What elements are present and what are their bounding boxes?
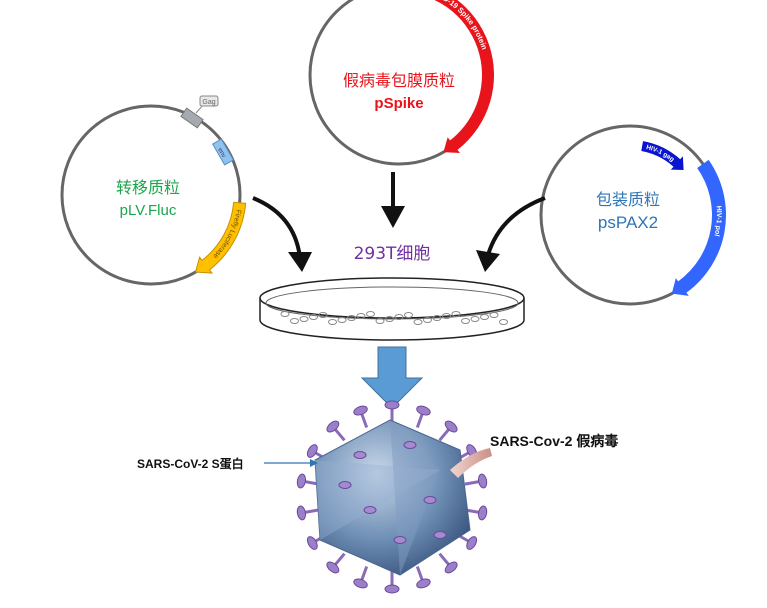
packaging-plasmid-name: psPAX2 xyxy=(598,213,658,232)
cell xyxy=(432,315,442,321)
hiv-pol-label: HIV-1 pol xyxy=(713,205,722,236)
cell xyxy=(394,314,404,320)
spike-protein xyxy=(326,561,340,574)
pseudovirus-label: SARS-Cov-2 假病毒 xyxy=(490,433,618,449)
spike-protein xyxy=(306,444,318,458)
spike-protein xyxy=(477,473,488,489)
spike-protein xyxy=(338,481,352,489)
gag-label: Gag xyxy=(202,99,215,106)
spike-protein xyxy=(444,420,458,433)
spike-protein xyxy=(416,405,431,416)
cell xyxy=(404,312,413,318)
spike-protein xyxy=(384,584,400,594)
spike-protein xyxy=(433,531,447,539)
luciferase-feature xyxy=(194,201,247,274)
spike-protein xyxy=(403,441,417,449)
virus-pointer xyxy=(450,448,492,478)
cell xyxy=(280,311,290,317)
gag-label-box xyxy=(199,95,219,107)
flow-arrows xyxy=(252,172,546,272)
transfer-plasmid: Gag env Firefly Luciferase 转移质粒 pLV.Fluc xyxy=(60,95,247,286)
spike-protein xyxy=(477,505,488,521)
arrowhead-right xyxy=(476,250,500,272)
hiv-pol-feature xyxy=(671,159,726,296)
spike-protein xyxy=(296,505,307,521)
env-label: env xyxy=(216,147,226,158)
packaging-plasmid-title: 包装质粒 xyxy=(596,190,660,209)
cell xyxy=(470,316,480,322)
envelope-plasmid: COVID-19 Spike protein 假病毒包膜质粒 pSpike xyxy=(308,0,494,166)
arrowhead-left xyxy=(288,252,312,272)
cell xyxy=(480,314,489,320)
hiv-gag-feature xyxy=(641,141,684,171)
spike-protein xyxy=(363,506,377,514)
cell-label: 293T细胞 xyxy=(354,244,431,264)
spike-protein xyxy=(444,561,458,574)
big-down-arrow xyxy=(360,346,424,409)
arrowhead-top xyxy=(381,206,405,228)
spike-protein xyxy=(306,536,318,550)
spike-protein xyxy=(384,400,400,410)
cell xyxy=(337,317,347,323)
cell xyxy=(328,319,337,325)
spike-protein xyxy=(296,473,307,489)
envelope-plasmid-title: 假病毒包膜质粒 xyxy=(343,71,455,90)
spike-protein-label: SARS-CoV-2 S蛋白 xyxy=(137,456,244,471)
transfer-plasmid-name: pLV.Fluc xyxy=(120,202,177,219)
cell xyxy=(366,311,375,317)
cell xyxy=(356,313,366,319)
cell xyxy=(442,313,451,319)
curved-arrow-left xyxy=(252,196,302,259)
spike-feature xyxy=(434,0,494,154)
curved-arrow-right xyxy=(486,196,546,256)
spike-protein xyxy=(353,405,368,416)
packaging-plasmid: HIV-1 gag HIV-1 pol 包装质粒 psPAX2 xyxy=(539,124,726,306)
svg-text:HIV-1 pol: HIV-1 pol xyxy=(713,205,722,236)
transfer-plasmid-title: 转移质粒 xyxy=(116,178,180,197)
cell xyxy=(385,316,394,322)
spike-protein xyxy=(423,496,437,504)
cell xyxy=(318,312,328,318)
cell xyxy=(309,314,318,320)
cell xyxy=(499,319,508,325)
cell xyxy=(290,318,299,324)
cell xyxy=(489,312,499,318)
spike-protein xyxy=(393,536,407,544)
spike-protein xyxy=(353,451,367,459)
culture-dish xyxy=(259,277,525,341)
spike-protein xyxy=(416,578,431,589)
envelope-plasmid-name: pSpike xyxy=(374,95,423,112)
env-feature xyxy=(211,138,235,166)
spike-protein xyxy=(326,420,340,433)
cell xyxy=(347,315,356,321)
cell xyxy=(461,318,470,324)
cell xyxy=(299,316,309,322)
cell xyxy=(451,311,461,317)
spike-protein xyxy=(353,578,368,589)
cell xyxy=(375,318,385,324)
cell xyxy=(423,317,432,323)
gag-feature xyxy=(180,107,204,129)
plasmid-circle xyxy=(60,104,242,286)
spike-protein xyxy=(466,536,478,550)
cell xyxy=(413,319,423,325)
pseudovirus-particle xyxy=(296,400,488,594)
